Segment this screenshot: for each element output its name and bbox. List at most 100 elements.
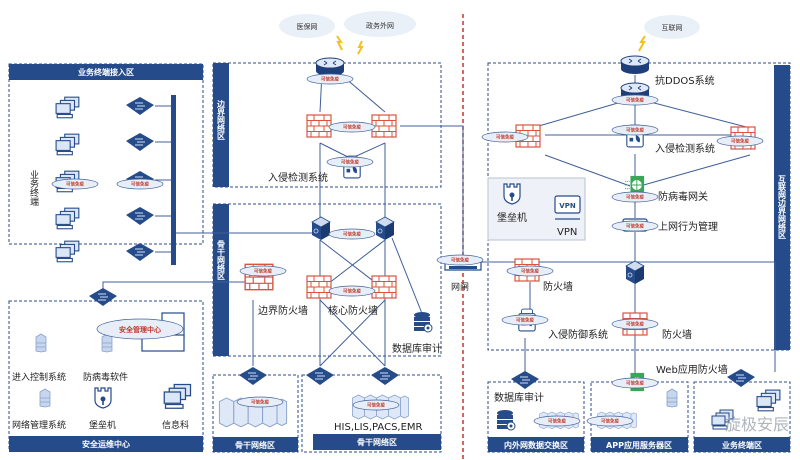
badge-label: 可信免疫	[251, 399, 269, 406]
gatekeeper-label: 网闸	[451, 282, 469, 293]
badge-label: 可信免疫	[343, 124, 361, 131]
db-audit-icon[interactable]	[496, 409, 516, 431]
zone-border: 边界网络区	[212, 62, 442, 188]
access-switch-icon[interactable]	[125, 206, 155, 226]
badge-label: 可信免疫	[626, 321, 644, 328]
badge-label: 可信免疫	[516, 317, 534, 324]
svg-text:政务外网: 政务外网	[366, 21, 394, 30]
backbone-switch-icon[interactable]	[238, 366, 268, 386]
cloud-medical-insurance: 医保网	[279, 14, 335, 38]
lightning-icon	[638, 35, 646, 52]
trusted-immunity-badge: 可信免疫	[436, 254, 484, 266]
zone-backbone-bottom-2: 骨干网络区	[301, 374, 442, 453]
terminal-pc-icon[interactable]	[55, 133, 80, 156]
trusted-immunity-badges: 可信免疫可信免疫可信免疫可信免疫可信免疫可信免疫可信免疫可信免疫可信免疫可信免疫…	[51, 73, 764, 427]
svg-text:互联网: 互联网	[662, 23, 683, 32]
his-label: HIS,LIS,PACS,EMR	[334, 422, 423, 433]
svg-text:骨干网络区: 骨干网络区	[217, 239, 226, 281]
core-firewall-label: 核心防火墙	[328, 304, 378, 317]
badge-label: 可信免疫	[343, 231, 361, 238]
badge-label: 可信免疫	[367, 402, 385, 409]
trusted-immunity-badge: 可信免疫	[611, 191, 659, 203]
border-firewall-icon[interactable]	[306, 114, 332, 138]
vpn-icon[interactable]: VPN	[554, 195, 581, 220]
internet-router-icon[interactable]	[620, 55, 650, 75]
badge-label: 可信免疫	[626, 380, 644, 387]
cloud-internet: 互联网	[644, 15, 700, 39]
svg-text:内外网数据交换区: 内外网数据交换区	[504, 440, 568, 450]
core-firewall-icon[interactable]	[371, 275, 397, 299]
bastion-right-label: 堡垒机	[497, 211, 527, 224]
trusted-immunity-badge: 可信免疫	[481, 131, 529, 143]
bastion-icon[interactable]	[94, 387, 112, 409]
backbone-switch-icon[interactable]	[370, 366, 400, 386]
terminal-side-label: 业务终端	[28, 170, 39, 207]
access-switch-icon[interactable]	[125, 242, 155, 262]
access-switch-icon[interactable]	[125, 96, 155, 116]
terminal-pc-icon[interactable]	[756, 389, 781, 412]
info-dept-pc-icon[interactable]	[163, 383, 192, 409]
border-firewall-icon[interactable]	[371, 114, 397, 138]
trusted-immunity-badge: 可信免疫	[306, 73, 354, 85]
trusted-immunity-badge: 可信免疫	[611, 124, 659, 136]
access-switch-icon[interactable]	[125, 132, 155, 152]
access-control-server-icon[interactable]	[35, 333, 47, 353]
exchange-switch-icon[interactable]	[510, 370, 540, 390]
trusted-immunity-badge: 可信免疫	[328, 121, 376, 133]
core-switch-icon[interactable]	[311, 216, 331, 241]
svg-text:安全运维中心: 安全运维中心	[82, 439, 130, 449]
terminal-pc-icon[interactable]	[55, 96, 80, 119]
trusted-immunity-badge: 可信免疫	[239, 265, 287, 277]
trusted-immunity-badge: 可信免疫	[326, 156, 374, 168]
trusted-immunity-badge: 可信免疫	[506, 265, 554, 277]
cloud-gov-extranet: 政务外网	[344, 11, 416, 37]
trusted-immunity-badge: 可信免疫	[328, 285, 376, 297]
badge-label: 可信免疫	[626, 97, 644, 104]
svg-text:互联网边界网络区: 互联网边界网络区	[777, 175, 787, 240]
border-firewall-label: 边界防火墙	[258, 304, 308, 317]
core-switch-icon[interactable]	[375, 216, 395, 241]
border-router-icon[interactable]	[315, 57, 345, 77]
badge-label: 可信免疫	[321, 76, 339, 83]
trusted-immunity-badge: 可信免疫	[716, 135, 764, 147]
svg-text:业务终端接入区: 业务终端接入区	[78, 67, 134, 77]
bastion-icon[interactable]	[503, 183, 521, 205]
badge-label: 可信免疫	[548, 418, 566, 425]
trusted-immunity-badge: 可信免疫	[501, 314, 549, 326]
svg-text:骨干网络区: 骨干网络区	[357, 437, 397, 447]
anti-ddos-label: 抗DDOS系统	[655, 74, 715, 87]
terminal-switch-icon[interactable]	[726, 368, 756, 388]
network-mgmt-server-icon[interactable]	[39, 388, 51, 408]
terminal-pc-icon[interactable]	[55, 207, 80, 230]
trusted-immunity-badge: 可信免疫	[236, 396, 284, 408]
core-firewall-icon[interactable]	[306, 275, 332, 299]
zone-terminal-access: 业务终端接入区	[8, 63, 204, 245]
bastion-left-label: 堡垒机	[89, 419, 116, 431]
badge-label: 可信免疫	[601, 418, 619, 425]
ops-switch-icon[interactable]	[88, 287, 118, 307]
app-server-icon[interactable]	[666, 388, 678, 408]
antivirus-server-icon[interactable]	[101, 333, 113, 353]
badge-label: 可信免疫	[521, 268, 539, 275]
vpn-label: VPN	[557, 227, 577, 238]
badge-label: 可信免疫	[66, 181, 84, 188]
core-switch-icon[interactable]	[625, 260, 645, 285]
antivirus-software-label: 防病毒软件	[83, 371, 128, 383]
svg-text:骨干网络区: 骨干网络区	[235, 440, 275, 450]
backbone-switch-icon[interactable]	[305, 366, 335, 386]
access-control-label: 进入控制系统	[12, 371, 66, 383]
trusted-immunity-badge: 可信免疫	[611, 220, 659, 232]
svg-text:医保网: 医保网	[297, 22, 318, 31]
badge-label: 可信免疫	[451, 257, 469, 264]
badge-label: 可信免疫	[731, 138, 749, 145]
lightning-icon	[357, 40, 364, 55]
zone-app-servers: APP应用服务器区	[590, 381, 689, 453]
badge-label: 可信免疫	[626, 194, 644, 201]
ids-left-label: 入侵检测系统	[268, 171, 328, 184]
trusted-immunity-badge: 可信免疫	[116, 178, 164, 190]
trusted-immunity-badge: 可信免疫	[611, 318, 659, 330]
db-audit-icon[interactable]	[413, 311, 433, 333]
trusted-immunity-badge: 可信免疫	[611, 94, 659, 106]
firewall-right-1-label: 防火墙	[543, 280, 573, 293]
